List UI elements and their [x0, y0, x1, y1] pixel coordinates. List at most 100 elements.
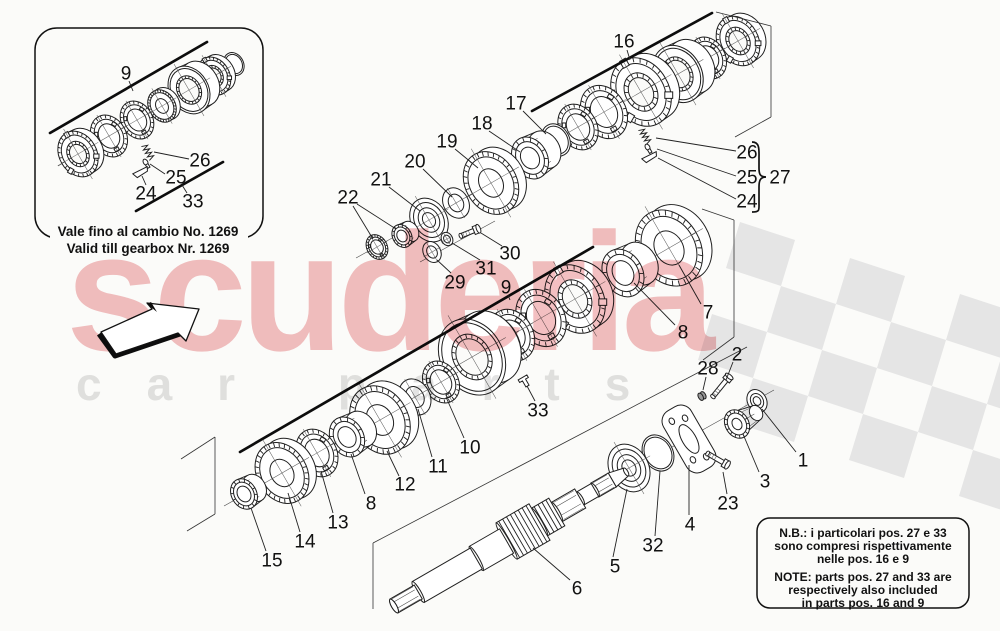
watermark-brand-text: scuderia — [66, 198, 717, 386]
leader-line-2 — [725, 361, 734, 381]
brand-watermark: scuderia car parts — [66, 198, 723, 410]
watermark-sub-text: car parts — [76, 358, 675, 410]
callout-2-23: 2 — [732, 345, 743, 366]
part-cage — [328, 410, 378, 458]
flag-cell — [877, 322, 946, 386]
callout-31-17: 31 — [475, 259, 496, 280]
callout-4-28: 4 — [685, 515, 696, 536]
leader-line-8 — [633, 282, 676, 326]
note-line-it-3: nelle pos. 16 e 9 — [817, 552, 909, 566]
callout-8-21: 8 — [678, 323, 689, 344]
leader-line-12 — [386, 450, 400, 477]
flag-cell — [698, 314, 767, 378]
validity-caption-en: Valid till gearbox Nr. 1269 — [67, 241, 230, 256]
leader-line-13 — [320, 470, 334, 514]
note-line-en-1: NOTE: parts pos. 27 and 33 are — [774, 570, 952, 584]
callout-13-35: 13 — [327, 513, 348, 534]
leader-line-22 — [352, 205, 374, 240]
leader-line-15 — [250, 507, 267, 552]
leader-line-21 — [388, 186, 421, 212]
note-line-it-1: N.B.: i particolari pos. 27 e 33 — [779, 526, 947, 540]
callout-16-5: 16 — [613, 32, 634, 53]
part-gear — [254, 437, 317, 507]
leader-line-24 — [657, 157, 737, 200]
callout-25-13: 25 — [736, 168, 757, 189]
callout-20-9: 20 — [404, 152, 425, 173]
part-key — [131, 165, 148, 179]
leader-line-25 — [149, 163, 166, 175]
leader-line-6 — [532, 547, 571, 581]
group-brace — [751, 141, 767, 213]
leader-line-33 — [181, 184, 188, 194]
leader-line-23 — [722, 471, 728, 495]
callout-15-37: 15 — [261, 551, 282, 572]
callout-33-4: 33 — [182, 192, 203, 213]
leader-line-26 — [153, 151, 190, 160]
leader-line-31 — [451, 242, 481, 261]
leader-line-3 — [742, 433, 760, 473]
part-bearing — [409, 195, 449, 245]
part-washer — [442, 187, 470, 219]
leader-line-32 — [654, 470, 661, 537]
part-gear — [634, 204, 713, 290]
leader-line-11 — [417, 408, 433, 458]
part-cage — [391, 220, 420, 248]
leader-line-5 — [612, 488, 628, 558]
part-washer — [440, 231, 454, 247]
checkered-flag-watermark — [698, 222, 1000, 510]
leader-line-25 — [656, 148, 737, 177]
part-pin — [644, 143, 653, 155]
callout-33-20: 33 — [527, 401, 548, 422]
callout-14-36: 14 — [294, 532, 316, 553]
arrow-shadow — [96, 331, 181, 359]
callout-30-18: 30 — [499, 244, 520, 265]
part-stub — [723, 404, 764, 439]
leader-line-28 — [702, 376, 707, 391]
part-hub — [715, 12, 767, 69]
part-spring — [638, 128, 652, 145]
leader-line-17 — [522, 110, 547, 135]
part-syn — [119, 100, 155, 140]
flag-cell — [918, 386, 987, 450]
leader-line-33 — [526, 385, 536, 402]
part-cap — [697, 391, 707, 401]
callout-11-33: 11 — [428, 457, 448, 478]
leader-line-20 — [422, 168, 453, 198]
direction-arrow — [96, 302, 200, 359]
note-box — [756, 517, 970, 609]
bolt — [710, 372, 734, 400]
note-line-en-2: respectively also included — [788, 583, 937, 597]
part-washer — [422, 241, 442, 263]
leader-line-8 — [350, 453, 366, 495]
callout-26-12: 26 — [736, 143, 757, 164]
part-cage — [230, 473, 267, 510]
part-main-shaft — [389, 467, 630, 614]
part-pin — [142, 158, 151, 170]
bolt — [458, 223, 482, 239]
part-key — [640, 150, 657, 164]
flag-cell — [808, 350, 877, 414]
callout-3-26: 3 — [760, 472, 771, 493]
caption-backing — [50, 222, 248, 239]
flag-cell — [987, 361, 1000, 409]
arrow-barb-notch — [147, 302, 157, 312]
leader-line-9 — [507, 294, 511, 301]
callout-21-10: 21 — [370, 170, 391, 191]
diagram-line-art — [48, 11, 775, 614]
part-sleeve — [437, 310, 522, 399]
callout-24-14: 24 — [736, 192, 758, 213]
part-syn — [557, 103, 599, 151]
callout-6-31: 6 — [572, 579, 583, 600]
callout-32-29: 32 — [642, 536, 663, 557]
callout-5-30: 5 — [610, 557, 621, 578]
leader-line-18 — [488, 130, 521, 153]
arrow-body — [100, 302, 200, 355]
note-line-it-2: sono compresi rispettivamente — [774, 539, 952, 553]
callout-29-16: 29 — [444, 273, 465, 294]
callout-27-15: 27 — [769, 168, 790, 189]
callout-17-6: 17 — [505, 94, 526, 115]
leader-line-9 — [128, 80, 134, 92]
leader-line-7 — [678, 264, 702, 305]
